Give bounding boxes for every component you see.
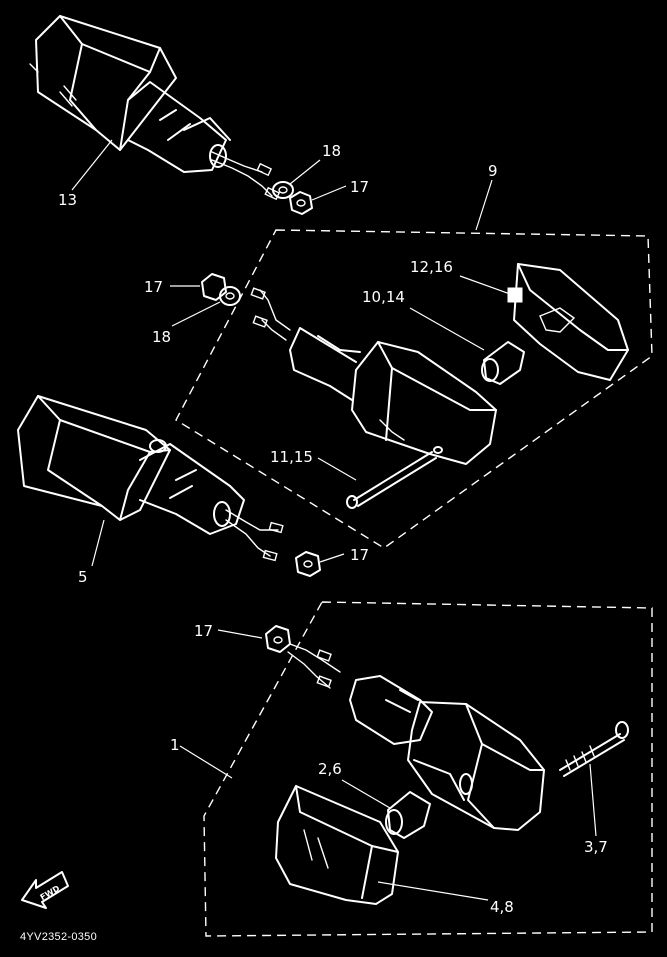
- callout-9: 9: [488, 162, 498, 180]
- callout-10-14: 10,14: [362, 288, 405, 306]
- screw-3-7: [559, 721, 629, 777]
- turn-signal-assembly-left: [17, 395, 284, 562]
- lens-12-16: [507, 263, 629, 381]
- bulb-2-6: [385, 791, 431, 839]
- callout-11-15: 11,15: [270, 448, 313, 466]
- nut-17-bottom: [265, 625, 291, 653]
- screw-11-15: [346, 451, 437, 509]
- fwd-label: FWD: [39, 884, 62, 902]
- leader-lines: [71, 139, 597, 901]
- callout-13: 13: [58, 191, 77, 209]
- callout-18-mid: 18: [152, 328, 171, 346]
- callout-17-bottom: 17: [194, 622, 213, 640]
- callout-17-top: 17: [350, 178, 369, 196]
- bulb-10-14: [481, 341, 525, 385]
- diagram-code: 4YV2352-0350: [20, 931, 97, 943]
- turn-signal-assembly-top: [29, 15, 281, 201]
- turn-signal-body-1: [287, 643, 545, 831]
- callout-12-16: 12,16: [410, 258, 453, 276]
- callout-17-lower: 17: [350, 546, 369, 564]
- assembly-1-boundary: [203, 601, 653, 937]
- washer-18-top: [272, 181, 294, 199]
- nut-17-lower: [295, 551, 321, 577]
- assembly-9-boundary: [175, 229, 653, 549]
- callout-17-mid: 17: [144, 278, 163, 296]
- fwd-arrow-icon: FWD: [21, 871, 69, 909]
- callout-2-6: 2,6: [318, 760, 342, 778]
- washer-18-mid: [219, 286, 241, 306]
- callout-3-7: 3,7: [584, 838, 608, 856]
- nut-17-mid: [201, 273, 227, 301]
- callout-18-top: 18: [322, 142, 341, 160]
- callout-4-8: 4,8: [490, 898, 514, 916]
- callout-1: 1: [170, 736, 180, 754]
- callout-5: 5: [78, 568, 88, 586]
- turn-signal-body-9: [250, 287, 497, 465]
- nut-17-top: [289, 191, 313, 215]
- lens-4-8: [275, 785, 399, 905]
